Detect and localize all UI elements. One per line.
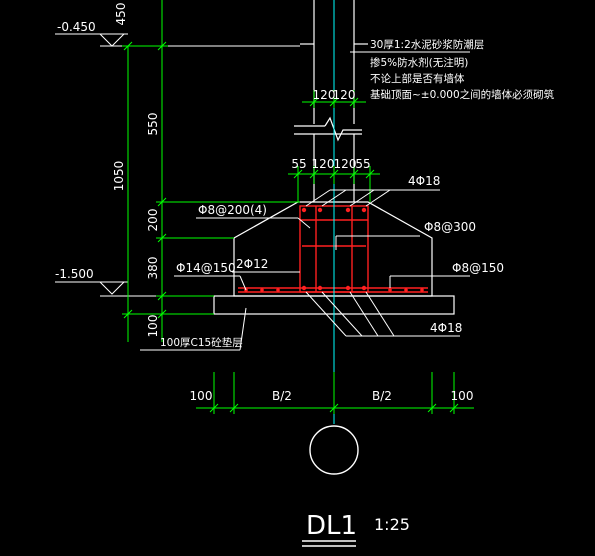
footing-dim-120-left: 120 [312, 157, 335, 171]
bottom-dim-left: 100 [190, 389, 213, 403]
dim-200: 200 [146, 209, 160, 232]
bottom-dim-half-right: B/2 [372, 389, 392, 403]
axis-bubble [309, 425, 359, 475]
bottom-dimension [196, 372, 474, 414]
wall-dim-left: 120 [313, 88, 336, 102]
label-stirrup: Φ8@200(4) [198, 203, 267, 217]
vertical-dimensions [122, 0, 300, 342]
bottom-dim-half-left: B/2 [272, 389, 292, 403]
note-line-2: 掺5%防水剂(无注明) [370, 56, 468, 69]
label-cushion: 100厚C15砼垫层 [160, 336, 243, 349]
title-name: DL1 [306, 511, 357, 541]
elevation-marker-top: -0.450 [55, 20, 300, 47]
drawing-title: DL1 1:25 [302, 511, 410, 547]
label-side: 2Φ12 [236, 257, 268, 271]
wall-break-symbol [294, 116, 362, 142]
dim-550: 550 [146, 113, 160, 136]
label-tie: Φ8@300 [424, 220, 476, 234]
elevation-top-label: -0.450 [57, 20, 96, 34]
rebar-dots [244, 207, 424, 292]
label-right-bottom: Φ8@150 [452, 261, 504, 275]
label-bottom-bars: 4Φ18 [430, 321, 462, 335]
note-line-4: 基础顶面~±0.000之间的墙体必须砌筑 [370, 88, 555, 101]
footing-dim-55-right: 55 [355, 157, 370, 171]
title-scale: 1:25 [374, 515, 410, 534]
rebar-leaders [140, 189, 470, 351]
note-line-3: 不论上部是否有墙体 [370, 72, 465, 85]
dim-450: 450 [114, 3, 128, 26]
footing-dim-120-right: 120 [334, 157, 357, 171]
dim-100: 100 [146, 315, 160, 338]
footing-dim-55-left: 55 [291, 157, 306, 171]
construction-notes: 30厚1:2水泥砂浆防潮层 掺5%防水剂(无注明) 不论上部是否有墙体 基础顶面… [350, 38, 555, 101]
wall-dim-right: 120 [333, 88, 356, 102]
label-left-bottom: Φ14@150 [176, 261, 236, 275]
rebar-cage [238, 205, 428, 293]
elevation-bottom-label: -1.500 [55, 267, 94, 281]
dim-1050: 1050 [112, 161, 126, 192]
bottom-dim-right: 100 [451, 389, 474, 403]
wall-width-dimension [302, 90, 366, 108]
label-top-bars: 4Φ18 [408, 174, 440, 188]
dim-380: 380 [146, 257, 160, 280]
note-line-1: 30厚1:2水泥砂浆防潮层 [370, 38, 484, 51]
footing-top-dimension [288, 166, 380, 202]
